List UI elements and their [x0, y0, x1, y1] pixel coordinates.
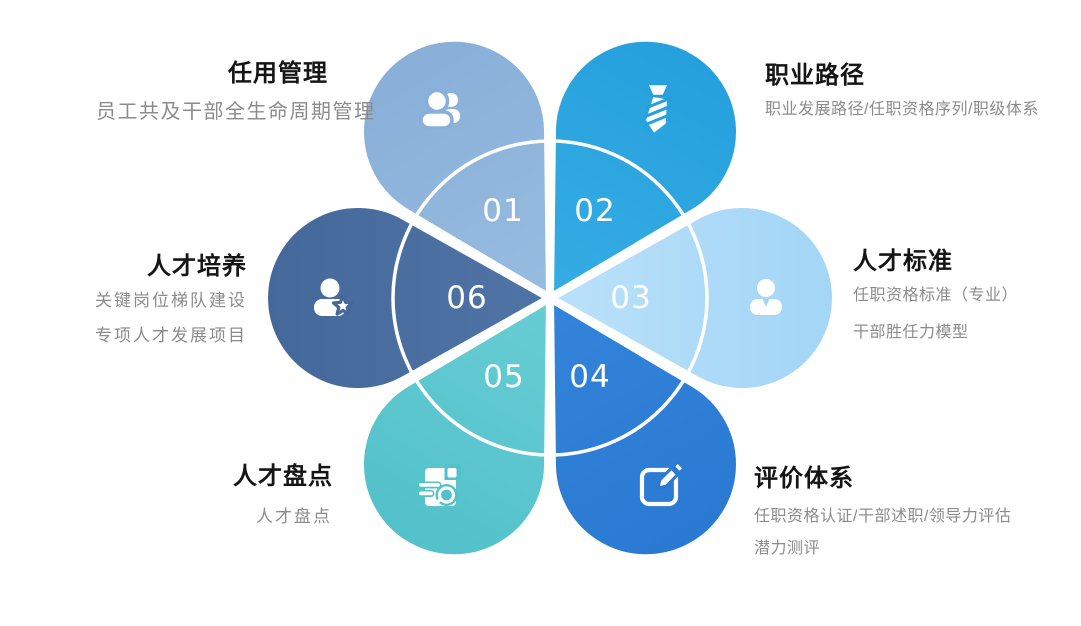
petal-06-desc-1: 关键岗位梯队建设	[95, 291, 247, 310]
petal-02-title: 职业路径	[765, 62, 865, 89]
center-ring	[391, 139, 709, 457]
petal-02-shape	[546, 33, 744, 302]
doc-search-icon	[417, 464, 461, 507]
petal-05-desc: 人才盘点	[256, 507, 332, 526]
petal-03-desc-2: 干部胜任力模型	[853, 324, 969, 341]
petal-05-title: 人才盘点	[233, 463, 333, 490]
petal-01-desc: 员工共及干部全生命周期管理	[96, 101, 376, 123]
edit-icon	[639, 461, 685, 507]
petal-04-desc-1: 任职资格认证/干部述职/领导力评估	[754, 508, 1012, 525]
petal-06-desc-2: 专项人才发展项目	[95, 326, 247, 345]
petal-01-title: 任用管理	[228, 60, 328, 87]
petal-04-shape	[546, 294, 744, 563]
tie-icon	[642, 82, 673, 133]
user-star-icon	[314, 278, 355, 316]
petal-04-desc-2: 潜力测评	[754, 540, 821, 557]
person-icon	[750, 279, 782, 315]
petal-06-shape	[260, 200, 554, 396]
petal-03-title: 人才标准	[853, 248, 953, 275]
petal-03-desc-1: 任职资格标准（专业）	[853, 287, 1019, 304]
petal-04-title: 评价体系	[754, 465, 854, 492]
petal-06-number: 06	[446, 280, 487, 316]
petal-05-shape	[356, 294, 554, 563]
petal-05-number: 05	[483, 359, 524, 395]
petal-01-number: 01	[482, 193, 523, 229]
petal-01-shape	[356, 33, 554, 302]
petal-03-shape	[546, 200, 840, 396]
petal-02-desc: 职业发展路径/任职资格序列/职级体系	[765, 101, 1039, 118]
users-icon	[419, 88, 460, 130]
petal-02-number: 02	[574, 193, 615, 229]
petal-06-title: 人才培养	[147, 253, 247, 280]
petal-03-number: 03	[610, 280, 651, 316]
petal-04-number: 04	[569, 359, 610, 395]
